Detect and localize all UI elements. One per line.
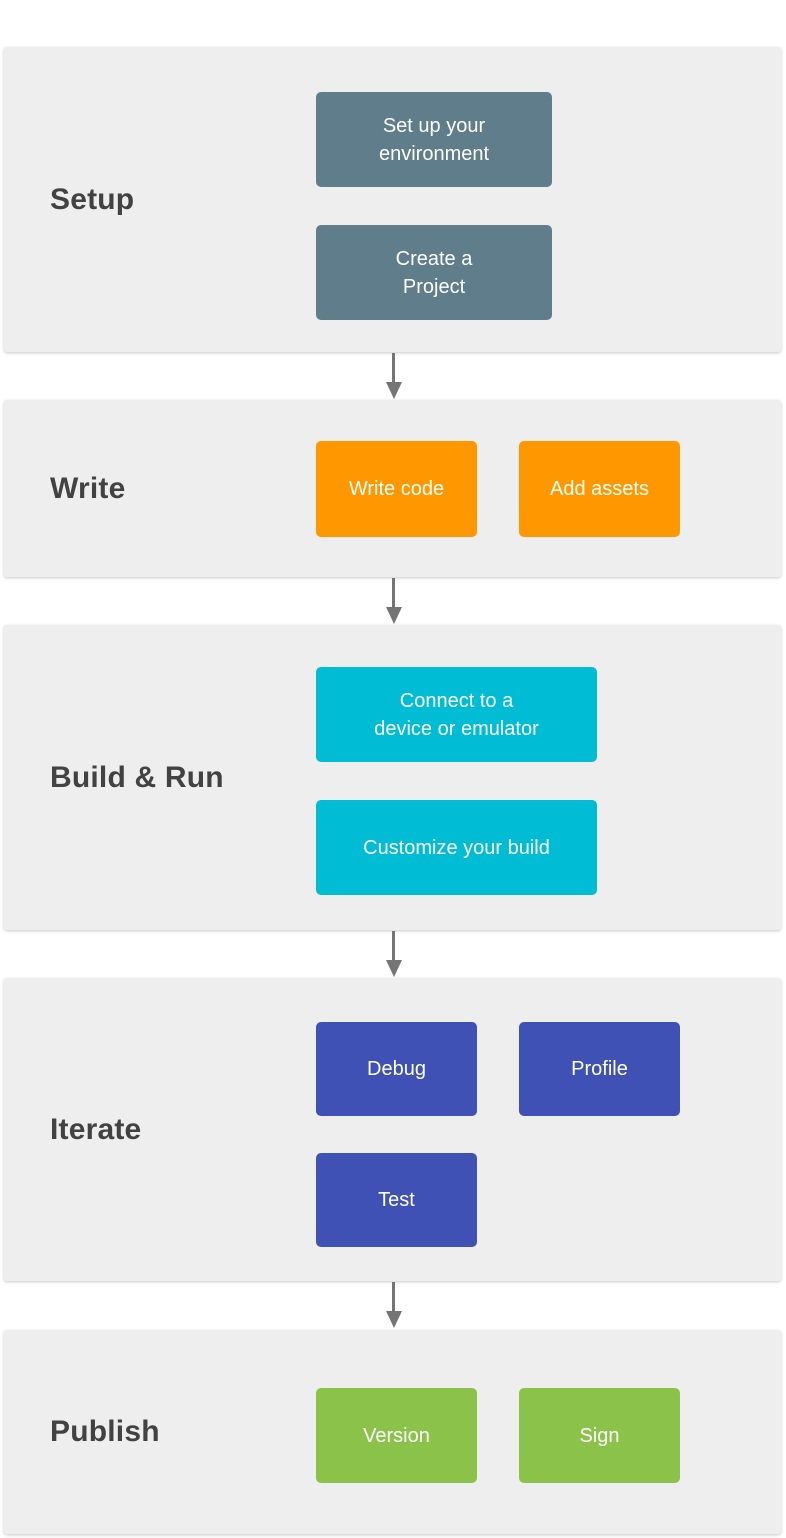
down-arrow-icon [385,1282,402,1328]
arrow-head [385,1311,402,1328]
connect-device-emulator-button[interactable]: Connect to a device or emulator [316,667,597,762]
setup-environment-button[interactable]: Set up your environment [316,92,552,187]
customize-build-button[interactable]: Customize your build [316,800,597,895]
add-assets-button[interactable]: Add assets [519,441,680,537]
down-arrow-icon [385,353,402,399]
down-arrow-icon [385,578,402,624]
test-button[interactable]: Test [316,1153,477,1247]
arrow-head [385,960,402,977]
down-arrow-icon [385,931,402,977]
section-build-and-run-label: Build & Run [50,760,224,794]
profile-button[interactable]: Profile [519,1022,680,1116]
arrow-shaft [392,578,395,607]
section-publish-label: Publish [50,1415,160,1448]
debug-button[interactable]: Debug [316,1022,477,1116]
section-build-and-run: Build & Run Connect to a device or emula… [4,625,781,930]
section-publish: Publish Version Sign [4,1330,781,1534]
section-write-label: Write [50,471,126,505]
create-project-button[interactable]: Create a Project [316,225,552,320]
section-iterate-label: Iterate [50,1112,142,1146]
arrow-head [385,607,402,624]
arrow-shaft [392,353,395,382]
write-code-button[interactable]: Write code [316,441,477,537]
arrow-shaft [392,931,395,960]
section-setup: Setup Set up your environment Create a P… [4,47,781,352]
section-setup-label: Setup [50,182,135,216]
version-button[interactable]: Version [316,1388,477,1483]
section-iterate: Iterate Debug Profile Test [4,978,781,1281]
arrow-shaft [392,1282,395,1311]
section-write: Write Write code Add assets [4,400,781,577]
sign-button[interactable]: Sign [519,1388,680,1483]
arrow-head [385,382,402,399]
